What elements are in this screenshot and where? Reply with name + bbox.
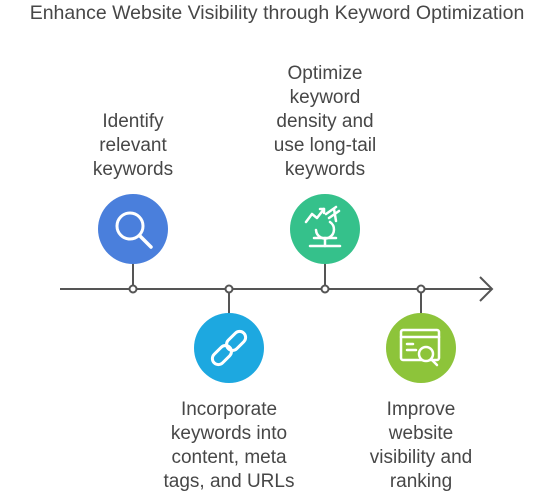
timeline-node-4 [416, 284, 426, 294]
step-4-label-line: website [388, 423, 454, 444]
diagram-title: Enhance Website Visibility through Keywo… [29, 2, 525, 24]
magnifier-icon [115, 211, 153, 249]
step-2-circle [194, 313, 264, 383]
step-3-label-line: keywords [284, 159, 366, 180]
timeline-node-3 [320, 284, 330, 294]
timeline-node-2 [224, 284, 234, 294]
step-2-label-line: keywords into [170, 423, 288, 444]
step-1-label-line: Identify [102, 111, 164, 132]
step-4-label-line: visibility and [369, 447, 473, 468]
step-2-label-line: content, meta [171, 447, 287, 468]
step-4-label-line: ranking [389, 471, 453, 492]
timeline-node-1 [128, 284, 138, 294]
step-2-label: Incorporate keywords into content, meta … [154, 398, 304, 494]
step-2-label-line: Incorporate [180, 399, 278, 420]
link-icon [210, 329, 248, 367]
step-3-label-line: use long-tail [273, 135, 377, 156]
step-3-label-line: density and [276, 111, 374, 132]
step-4-label-line: Improve [386, 399, 456, 420]
step-4-circle [386, 313, 456, 383]
step-4-label: Improve website visibility and ranking [346, 398, 496, 494]
browser-search-icon [399, 328, 441, 367]
step-3-circle [290, 194, 360, 264]
step-3-label: Optimize keyword density and use long-ta… [250, 62, 400, 182]
step-1-label: Identify relevant keywords [58, 110, 208, 182]
step-1-label-line: keywords [92, 159, 174, 180]
step-1-circle [98, 194, 168, 264]
step-1-label-line: relevant [99, 135, 167, 156]
step-3-label-line: Optimize [287, 63, 363, 84]
step-3-label-line: keyword [289, 87, 361, 108]
step-2-label-line: tags, and URLs [163, 471, 295, 492]
timeline-arrowhead [479, 276, 494, 302]
microscope-chart-icon [304, 205, 342, 248]
